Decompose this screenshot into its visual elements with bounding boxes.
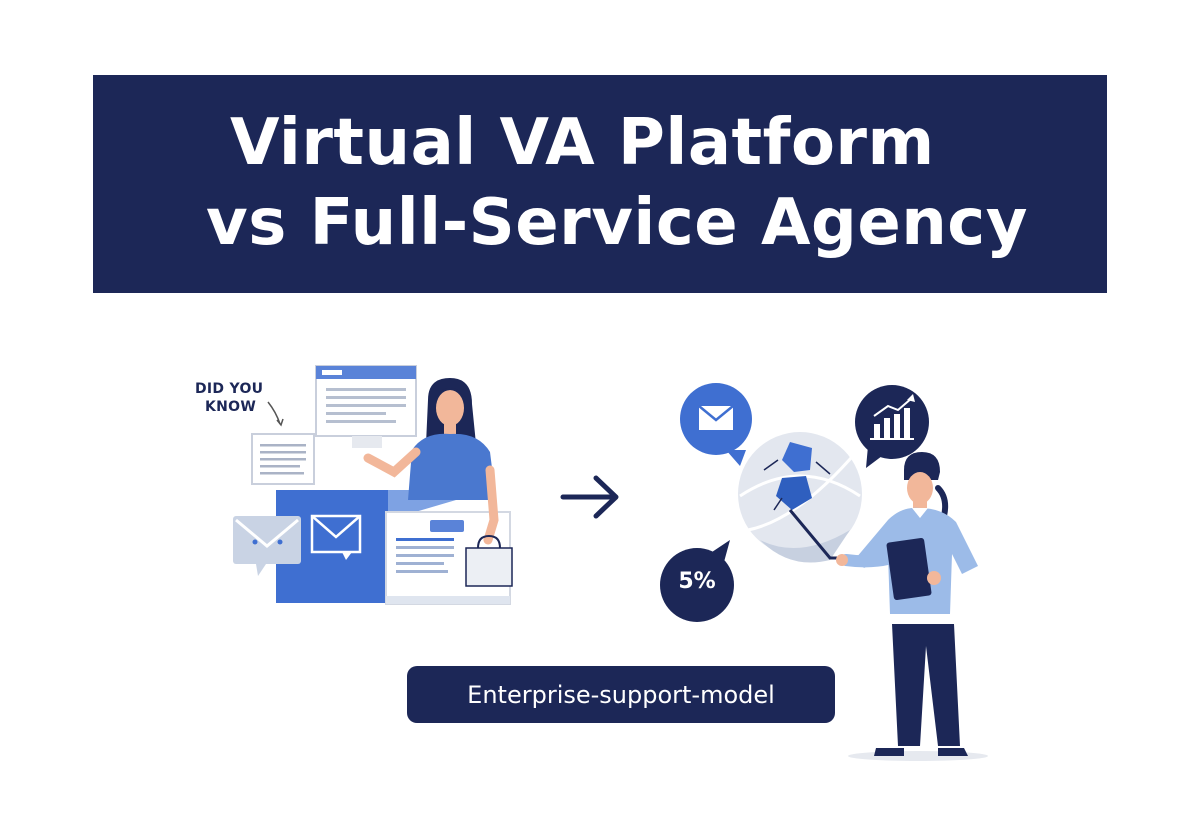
shopping-bag-icon — [465, 534, 513, 587]
browser-window-icon — [315, 365, 417, 448]
man-figure — [836, 452, 988, 761]
right-scene — [660, 383, 988, 761]
title-banner — [93, 75, 1107, 293]
stat-bubble — [660, 540, 734, 622]
globe-icon — [738, 432, 862, 563]
chat-envelope-icon — [680, 383, 752, 466]
title-line-1: Virtual VA Platform — [230, 106, 935, 180]
woman-figure — [363, 378, 499, 545]
callout-line-1: DID YOU — [195, 381, 264, 397]
envelope-icon — [310, 514, 362, 560]
tablet-icon — [886, 538, 932, 600]
did-you-know-callout: DID YOU KNOW — [195, 380, 263, 416]
caption-pill: Enterprise-support-model — [407, 666, 835, 723]
document-card-icon — [251, 433, 315, 485]
title-line-2: vs Full-Service Agency — [206, 186, 1028, 260]
left-scene — [233, 365, 513, 605]
bar-chart-icon — [855, 385, 929, 468]
callout-line-2: KNOW — [205, 399, 257, 415]
arrow-right-icon — [560, 475, 619, 519]
stat-bubble-label: 5% — [678, 569, 716, 594]
envelope-icon — [233, 516, 301, 576]
